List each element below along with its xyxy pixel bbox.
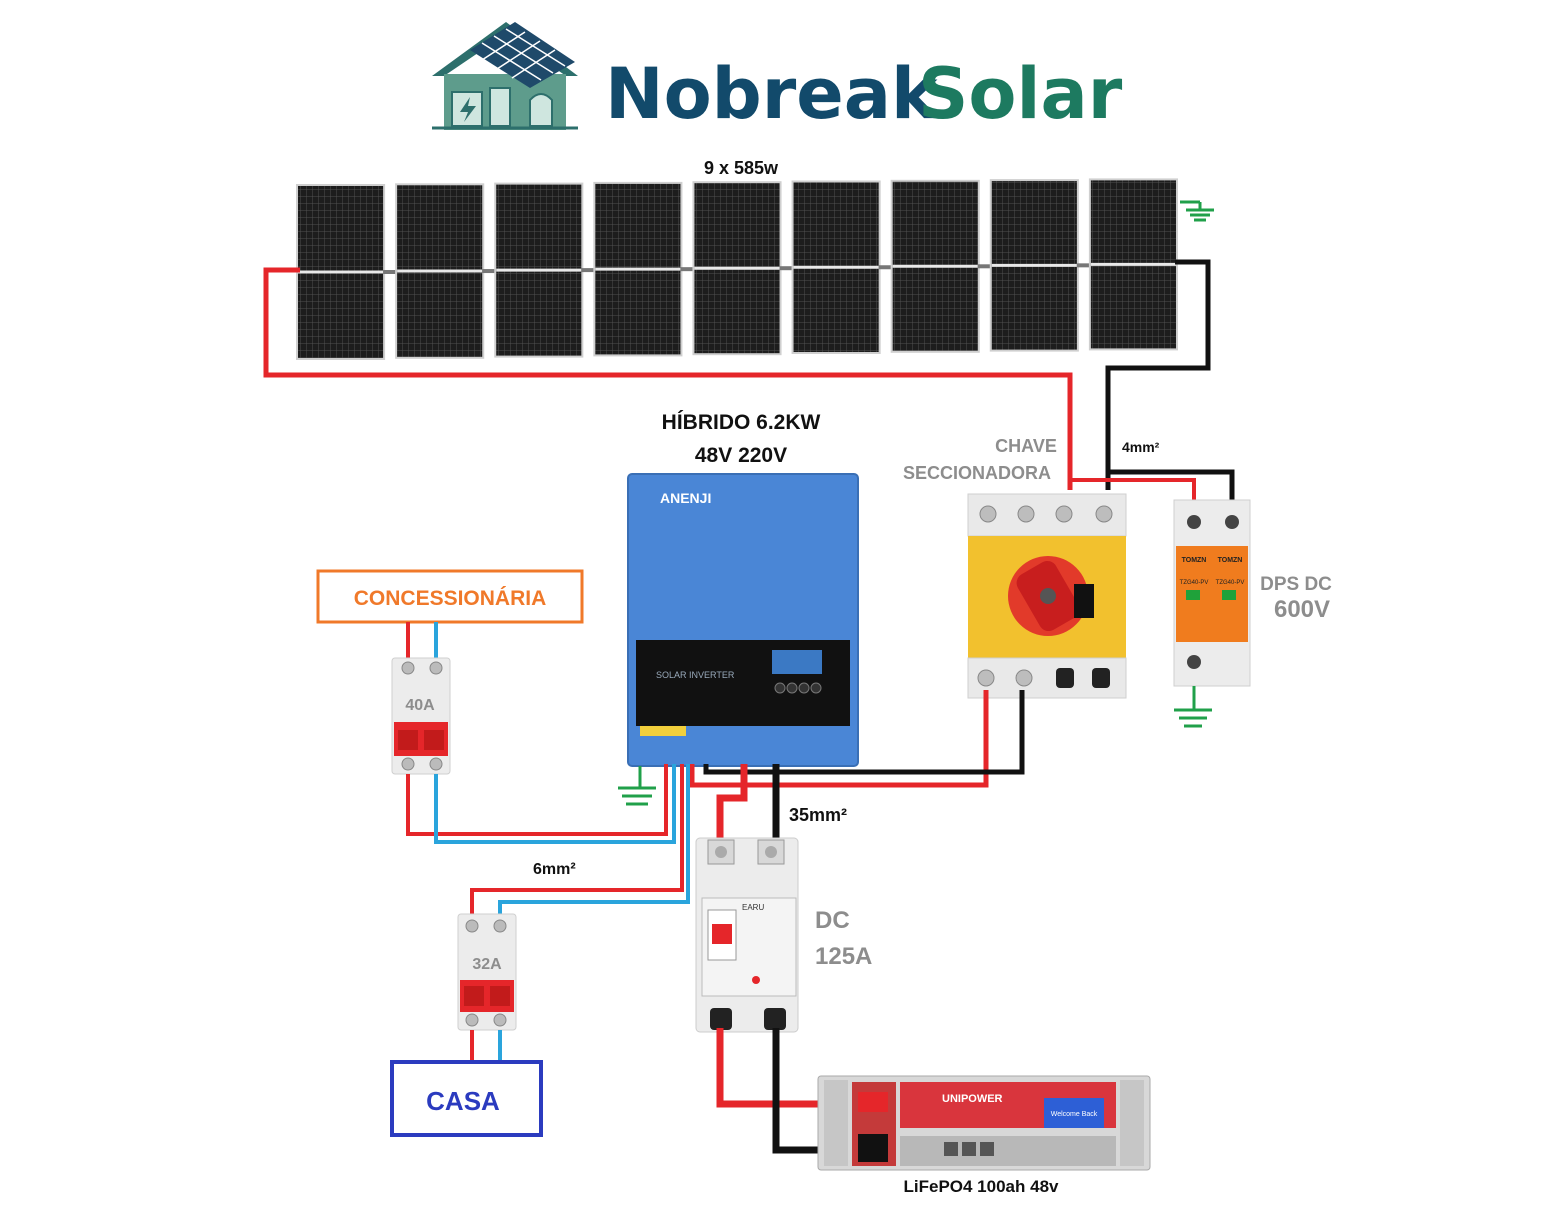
dc-breaker-label-line1: DC [815,907,850,934]
dps-ground-icon [1174,686,1212,728]
brand-name-secondary: Solar [918,53,1123,135]
dps-label-line1: DPS DC [1260,574,1332,595]
dps-module-model-left: TZG40-PV [1180,580,1209,586]
grid-to-inverter-line-wire [406,764,668,836]
dps-positive-wire [1070,478,1196,505]
dps-label-line2: 600V [1274,596,1330,623]
dc-breaker-label-line2: 125A [815,943,872,970]
solar-panel [1088,178,1178,351]
pv-cable-label: 4mm² [1122,439,1160,455]
disconnect-label-line2: SECCIONADORA [903,463,1051,483]
grid-to-inverter-neutral-wire [434,764,676,844]
grid-source-label: CONCESSIONÁRIA [354,587,547,610]
solar-panel [890,179,992,353]
house-breaker-label: 32A [472,956,502,973]
ac-cable-label: 6mm² [533,861,576,878]
dps-negative-wire [1108,469,1235,505]
grid-breaker-label: 40A [405,697,435,714]
dps-module-brand-right: TOMZN [1218,557,1243,564]
panel-array-label: 9 x 585w [704,158,779,178]
grid-breaker-40a [391,657,451,775]
house-breaker-32a [457,913,517,1031]
solar-panel [791,180,893,354]
grid-source-box [316,569,584,624]
solar-panel [989,179,1091,352]
hybrid-inverter: ANENJI SOLAR INVERTER [627,473,859,767]
dps-module-brand-left: TOMZN [1182,557,1207,564]
solar-panel [494,182,596,358]
brand-name-primary: Nobreak [605,53,939,135]
inverter-to-house-line-wire [470,764,684,918]
inverter-brand: ANENJI [660,490,711,506]
battery-label: LiFePO4 100ah 48v [904,1177,1060,1196]
dc-disconnect-switch [967,493,1127,699]
switch-to-inverter-positive-wire [689,690,989,788]
house-logo-icon [432,22,578,130]
inverter-ground-icon [618,766,656,806]
battery-cable-label: 35mm² [789,805,847,825]
solar-panel [692,181,794,356]
disconnect-label-line1: CHAVE [995,436,1057,456]
solar-panel [395,183,497,359]
pv-negative-wire [1105,259,1211,490]
dc-breaker-brand: EARU [742,903,764,912]
switch-to-inverter-negative-wire [703,690,1025,775]
dc-surge-protector: TOMZN TOMZN TZG40-PV TZG40-PV [1173,499,1251,687]
house-load-label: CASA [426,1086,500,1116]
solar-panel [296,184,398,360]
inverter-to-dc-breaker-positive-wire [716,764,748,840]
battery-brand: UNIPOWER [942,1093,1003,1105]
ground-symbol-icon [1180,200,1214,222]
solar-panel [593,181,695,357]
house-load-box [390,1060,543,1137]
inverter-title: HÍBRIDO 6.2KW [662,411,821,434]
inverter-subtitle: 48V 220V [695,444,787,467]
solar-panel-array [296,178,1178,360]
inverter-to-house-neutral-wire [498,764,690,918]
pv-positive-wire [263,267,1073,490]
lifepo4-battery: UNIPOWER Welcome Back [817,1075,1151,1171]
dc-breaker-125a: EARU ON [695,837,799,1033]
inverter-display-text: SOLAR INVERTER [656,670,735,680]
dps-module-model-right: TZG40-PV [1216,580,1245,586]
dc-breaker-on-label: ON [717,953,728,960]
battery-screen-text: Welcome Back [1051,1111,1098,1118]
